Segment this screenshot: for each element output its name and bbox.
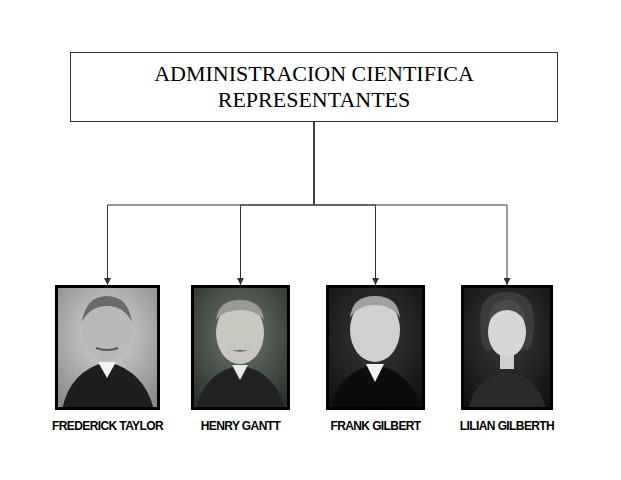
portrait-frame: HENRY GANTT — [191, 285, 290, 410]
portrait-frank — [326, 285, 425, 410]
person-name: FREDERICK TAYLOR — [52, 419, 163, 433]
connector-line — [241, 122, 315, 285]
portrait-frame: FREDERICK TAYLOR — [55, 285, 160, 410]
person-name: FRANK GILBERT — [330, 419, 420, 433]
portrait-gantt — [191, 285, 290, 410]
title-box: ADMINISTRACION CIENTIFICA REPRESENTANTES — [70, 52, 558, 122]
connector-line — [108, 122, 315, 285]
connector-line — [314, 122, 376, 285]
connector-line — [314, 122, 507, 285]
portrait-frame: FRANK GILBERT — [326, 285, 425, 410]
person-name: LILIAN GILBERTH — [460, 419, 554, 433]
title-text: ADMINISTRACION CIENTIFICA REPRESENTANTES — [71, 53, 557, 121]
person-name: HENRY GANTT — [201, 419, 280, 433]
portrait-lilian — [461, 285, 553, 410]
portrait-frame: LILIAN GILBERTH — [461, 285, 553, 410]
portrait-taylor — [55, 285, 160, 410]
